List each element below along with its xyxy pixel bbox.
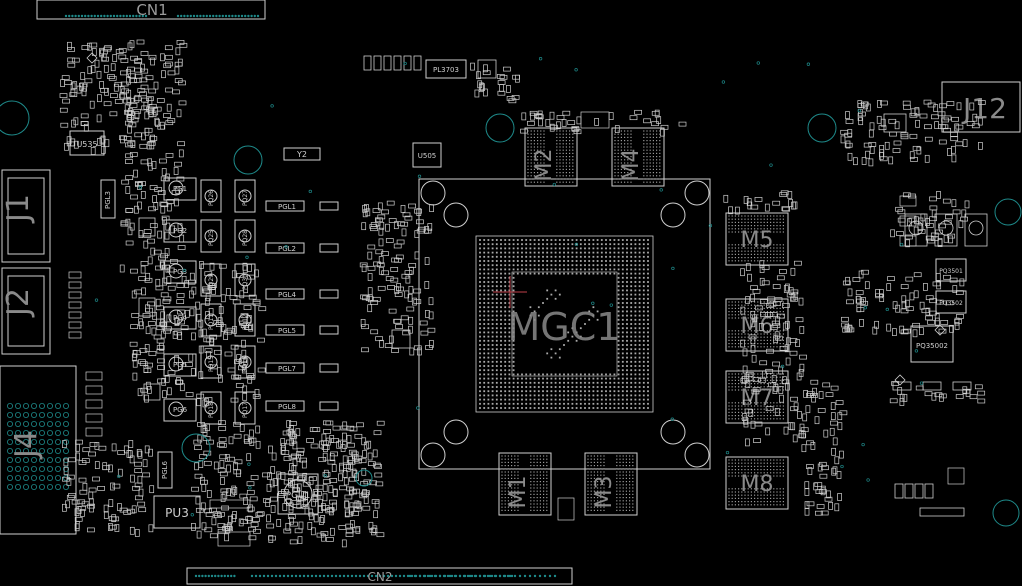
label-cn1: CN1 xyxy=(136,1,167,19)
label-pg6: PG6 xyxy=(173,406,188,414)
label-u535: U535 xyxy=(76,140,97,149)
memory-chip-m8[interactable]: M8 xyxy=(725,456,789,510)
label-u505: U505 xyxy=(418,152,436,160)
label-pgl8: PGL8 xyxy=(278,403,296,411)
mosfet-pq3501[interactable]: PQ3501 xyxy=(935,258,967,282)
label-pu3: PU3 xyxy=(165,506,189,520)
label-pgl6: PGL6 xyxy=(161,460,169,479)
mounting-holes xyxy=(0,52,1022,527)
label-pq-5: PQ30 xyxy=(242,274,249,290)
label-j4: J4 xyxy=(9,430,44,460)
mosfet-0[interactable]: PQ26 xyxy=(200,179,222,213)
connector-j4[interactable]: J4 xyxy=(0,365,77,535)
mosfet-3[interactable]: PQ28 xyxy=(234,219,256,253)
label-pg5: PG5 xyxy=(173,361,187,369)
inductor-pgl6[interactable]: PGL6 xyxy=(157,451,173,489)
mosfet-4[interactable]: PQ29 xyxy=(200,263,222,297)
label-pgl2: PGL2 xyxy=(278,245,296,253)
power-ic-pg5[interactable]: PG5 xyxy=(163,353,197,377)
label-pq-2: PQ25 xyxy=(208,230,215,246)
inductor-pgl2[interactable]: PGL2 xyxy=(265,242,305,254)
power-ic-pg6[interactable]: PG6 xyxy=(163,398,197,422)
label-pgl7: PGL7 xyxy=(278,365,296,373)
crystal-y2[interactable]: Y2 xyxy=(283,147,321,161)
label-pg4: PG4 xyxy=(173,314,188,322)
label-pq-4: PQ29 xyxy=(208,274,215,290)
label-pq-9: PQ16 xyxy=(242,356,249,372)
label-pgl4: PGL4 xyxy=(278,291,297,299)
label-pg3: PG3 xyxy=(173,268,187,276)
label-pq-3: PQ28 xyxy=(242,230,249,246)
passive-components xyxy=(59,39,988,548)
memory-chip-m5[interactable]: M5 xyxy=(725,212,789,266)
label-j2: J2 xyxy=(1,288,36,318)
mosfet-1[interactable]: PQ27 xyxy=(234,179,256,213)
inductor-pgl4[interactable]: PGL4 xyxy=(265,288,305,300)
memory-chip-m3[interactable]: M3 xyxy=(584,452,638,516)
label-pq3502: PQ3502 xyxy=(939,300,963,307)
inductor-pgl7[interactable]: PGL7 xyxy=(265,362,305,374)
mosfet-10[interactable]: PQ18 xyxy=(200,391,222,425)
memory-chip-m4[interactable]: M4 xyxy=(611,127,665,187)
label-m4: M4 xyxy=(619,149,644,182)
label-pq3501: PQ3501 xyxy=(939,268,963,275)
label-pl3703: PL3703 xyxy=(433,66,459,74)
label-m2: M2 xyxy=(532,149,557,182)
label-pq35002: PQ35002 xyxy=(916,342,948,350)
label-m5: M5 xyxy=(741,228,774,253)
memory-chip-m2[interactable]: M2 xyxy=(524,127,578,187)
mosfet-11[interactable]: PQ17 xyxy=(234,391,256,425)
label-pq-1: PQ27 xyxy=(242,190,249,206)
inductor-pgl3[interactable]: PGL3 xyxy=(100,179,116,219)
connector-j12[interactable]: J12 xyxy=(941,81,1021,133)
label-m8: M8 xyxy=(741,472,774,497)
label-pq-7: PQ12 xyxy=(242,314,249,330)
label-pq-0: PQ26 xyxy=(208,190,215,206)
power-ic-pg4[interactable]: PG4 xyxy=(163,306,197,330)
mosfet-5[interactable]: PQ30 xyxy=(234,263,256,297)
mosfet-8[interactable]: PQ15 xyxy=(200,345,222,379)
inductor-pl3703[interactable]: PL3703 xyxy=(425,59,467,79)
inductor-pgl8[interactable]: PGL8 xyxy=(265,400,305,412)
label-m1: M1 xyxy=(506,476,531,509)
connector-j1[interactable]: J1 xyxy=(1,169,51,263)
connector-j2[interactable]: J2 xyxy=(1,267,51,355)
label-pgl1: PGL1 xyxy=(278,203,296,211)
memory-chip-m1[interactable]: M1 xyxy=(498,452,552,516)
label-m3: M3 xyxy=(592,476,617,509)
label-mgc1: MGC1 xyxy=(508,305,621,349)
connector-cn1[interactable]: CN1 xyxy=(36,0,266,20)
label-pgl3: PGL3 xyxy=(104,191,112,209)
label-pgl5: PGL5 xyxy=(278,327,296,335)
label-cn2: CN2 xyxy=(368,570,393,584)
gpu-mgc1[interactable]: MGC1 xyxy=(418,178,711,470)
label-j1: J1 xyxy=(1,194,36,224)
mosfet-pq35002[interactable]: PQ35002 xyxy=(910,325,954,363)
label-j12: J12 xyxy=(961,92,1007,125)
label-pq-6: PQ11 xyxy=(208,314,215,330)
label-y2: Y2 xyxy=(296,150,307,159)
mosfet-2[interactable]: PQ25 xyxy=(200,219,222,253)
label-pq-8: PQ15 xyxy=(208,356,215,372)
ic-u505[interactable]: U505 xyxy=(412,142,442,168)
inductor-pgl1[interactable]: PGL1 xyxy=(265,200,305,212)
label-pq-10: PQ18 xyxy=(208,402,215,418)
inductor-pgl5[interactable]: PGL5 xyxy=(265,324,305,336)
connector-cn2[interactable]: CN2 xyxy=(186,567,573,585)
label-pq-11: PQ17 xyxy=(242,402,249,418)
